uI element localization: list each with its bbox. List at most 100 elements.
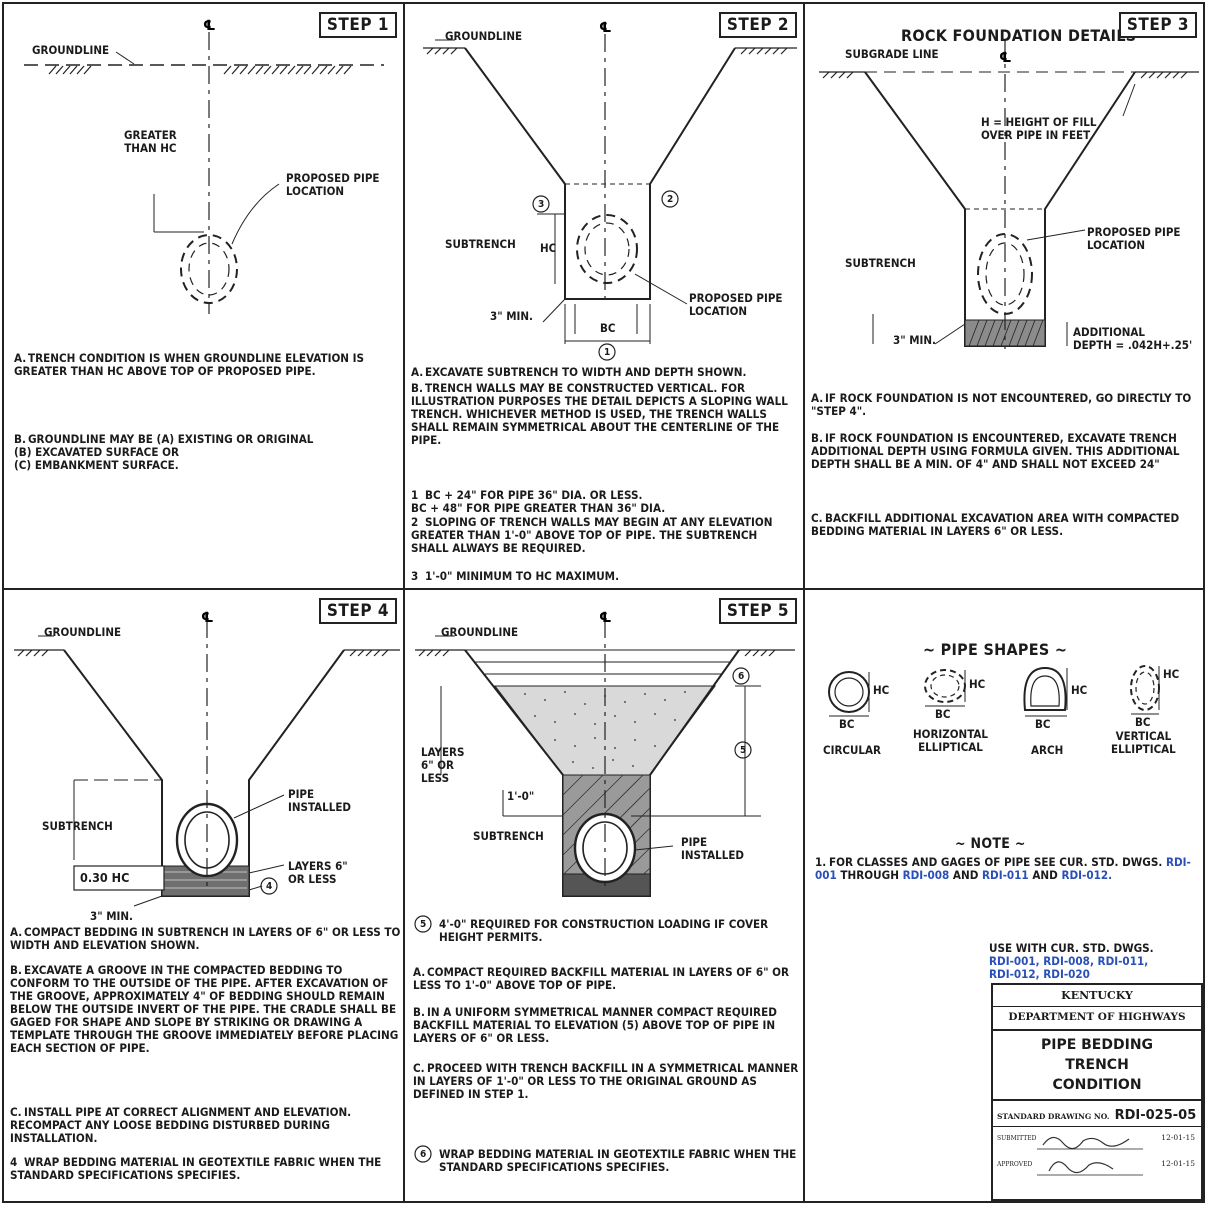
shape-horiz-hc: Hc [969,677,986,691]
step5-groundline-label: GROUNDLINE [441,625,519,639]
shape-horiz-label: HORIZONTAL ELLIPTICAL [913,727,988,754]
dwg-number-row: STANDARD DRAWING NO. RDI-025-05 [993,1101,1201,1127]
note-key: 2 [411,515,419,529]
ref-rdi-001[interactable]: RDI-001 [815,855,1191,882]
step5-note-6: WRAP BEDDING MATERIAL IN GEOTEXTILE FABR… [439,1147,797,1174]
step1-drawing: ℄ [24,18,384,314]
note-key: a. [413,965,426,979]
note-key: b. [411,381,423,395]
step2-bc-label: Bc [600,321,616,335]
step4-pipe-label: PIPE INSTALLED [288,787,351,814]
dwg-number: RDI-025-05 [1114,1108,1197,1123]
note-key: 3 [411,569,419,583]
note-key: a. [10,925,23,939]
step4-subtrench-label: SUBTRENCH [42,819,113,833]
note-text: SLOPING OF TRENCH WALLS MAY BEGIN AT ANY… [411,515,773,555]
note-key: b. [413,1005,425,1019]
note-key: 1 [411,488,419,502]
note-key: a. [811,391,824,405]
step5-note5-key: 5 [420,919,427,930]
step3-note-c: c.BACKFILL ADDITIONAL EXCAVATION AREA WI… [811,512,1203,538]
step5-note-b: b.IN A UNIFORM SYMMETRICAL MANNER COMPAC… [413,1006,803,1045]
shape-vert-label: VERTICAL ELLIPTICAL [1111,729,1176,756]
use-with-line3[interactable]: RDI-012, RDI-020 [989,967,1090,981]
step4-tag: STEP 4 [318,598,397,624]
date-submitted: 12-01-15 [1161,1133,1195,1142]
note-key: 4 [10,1155,18,1169]
step4-note-b: b.EXCAVATE A GROOVE IN THE COMPACTED BED… [10,964,402,1055]
note-key: b. [14,432,26,446]
step5-tag: STEP 5 [718,598,797,624]
ref-rdi-011[interactable]: RDI-011 [982,868,1029,882]
step2-panel: STEP 2 ℄ [403,2,805,590]
step5-subtrench-label: SUBTRENCH [473,829,544,843]
step2-note-a: a.EXCAVATE SUBTRENCH TO WIDTH AND DEPTH … [411,366,803,379]
note-text: INSTALL PIPE AT CORRECT ALIGNMENT AND EL… [10,1105,352,1145]
shape-vert-bc: Bc [1135,715,1151,729]
step2-circle-2: 2 [667,194,674,205]
svg-text:℄: ℄ [201,610,214,626]
step5-layers-label: LAYERS 6" OR LESS [421,745,465,785]
step1-pipe-label: PROPOSED PIPE LOCATION [286,171,380,198]
shape-arch-hc: Hc [1071,683,1088,697]
note-text: EXCAVATE SUBTRENCH TO WIDTH AND DEPTH SH… [425,365,747,379]
shape-horiz-bc: Bc [935,707,951,721]
use-with-line1: USE WITH CUR. STD. DWGS. [989,941,1154,955]
step3-tag: STEP 3 [1118,12,1197,38]
note-text: COMPACT BEDDING IN SUBTRENCH IN LAYERS O… [10,925,401,952]
signatures [1037,1136,1143,1176]
step5-circle-5: 5 [740,745,747,756]
note-text: EXCAVATE A GROOVE IN THE COMPACTED BEDDI… [10,963,399,1055]
note-text: IN A UNIFORM SYMMETRICAL MANNER COMPACT … [413,1005,777,1045]
shape-circ-hc: Hc [873,683,890,697]
shape-arch-label: ARCH [1031,743,1064,757]
step3-panel: ROCK FOUNDATION DETAILS STEP 3 ℄ [803,2,1205,590]
step2-note-1: 1Bc + 24" FOR PIPE 36" DIA. OR LESS. Bc … [411,476,797,515]
step5-drawing: ℄ [414,610,795,1163]
step4-circle-4: 4 [266,881,273,892]
shape-arch-bc: Bc [1035,717,1051,731]
step3-3min-label: 3" MIN. [893,333,936,347]
use-with-line2[interactable]: RDI-001, RDI-008, RDI-011, [989,954,1149,968]
note-text: IF ROCK FOUNDATION IS NOT ENCOUNTERED, G… [811,391,1192,418]
step3-note-a: a.IF ROCK FOUNDATION IS NOT ENCOUNTERED,… [811,392,1203,418]
shapes-title: ~ PIPE SHAPES ~ [923,640,1068,659]
step4-panel: STEP 4 ℄ [2,588,405,1203]
step1-greater-label: GREATER THAN Hc [124,128,177,155]
step5-circle-6: 6 [738,671,745,682]
drawing-name-3: CONDITION [993,1073,1201,1101]
note-key: c. [811,511,823,525]
step2-note-3: 31'-0" MINIMUM TO Hc MAXIMUM. [411,570,797,583]
step4-drawing: ℄ [14,610,400,907]
note-text: WRAP BEDDING MATERIAL IN GEOTEXTILE FABR… [10,1155,382,1182]
step3-h-def: H = HEIGHT OF FILL OVER PIPE IN FEET [981,115,1097,142]
agency-line2: DEPARTMENT OF HIGHWAYS [993,1007,1201,1031]
step4-groundline-label: GROUNDLINE [44,625,122,639]
step2-hc-label: Hc [540,241,557,255]
svg-text:℄: ℄ [599,610,612,626]
note-key: a. [14,351,27,365]
step3-add-depth: ADDITIONAL DEPTH = .042H+.25' [1073,325,1193,352]
note-title: ~ NOTE ~ [955,836,1026,852]
shape-vert-hc: Hc [1163,667,1180,681]
note-key: a. [411,365,424,379]
submitted-label: SUBMITTED [997,1135,1037,1142]
step2-groundline-label: GROUNDLINE [445,29,523,43]
agency-line1: KENTUCKY [993,985,1201,1007]
step4-note-a: a.COMPACT BEDDING IN SUBTRENCH IN LAYERS… [10,926,402,952]
step3-title: ROCK FOUNDATION DETAILS [901,26,1137,45]
step3-subtrench-label: SUBTRENCH [845,256,916,270]
step1-note-a: a.TRENCH CONDITION IS WHEN GROUNDLINE EL… [14,352,402,378]
step2-drawing: ℄ [423,20,797,361]
ref-rdi-012[interactable]: RDI-012. [1061,868,1113,882]
step5-pipe-label: PIPE INSTALLED [681,835,744,862]
step2-3min-label: 3" MIN. [490,309,533,323]
step3-drawing: ℄ [819,40,1199,349]
ref-rdi-008[interactable]: RDI-008 [902,868,950,882]
step1-note-b: b.GROUNDLINE MAY BE (a) EXISTING OR ORIG… [14,420,402,472]
step5-note-a: a.COMPACT REQUIRED BACKFILL MATERIAL IN … [413,966,803,992]
title-block: KENTUCKY DEPARTMENT OF HIGHWAYS PIPE BED… [991,983,1203,1201]
